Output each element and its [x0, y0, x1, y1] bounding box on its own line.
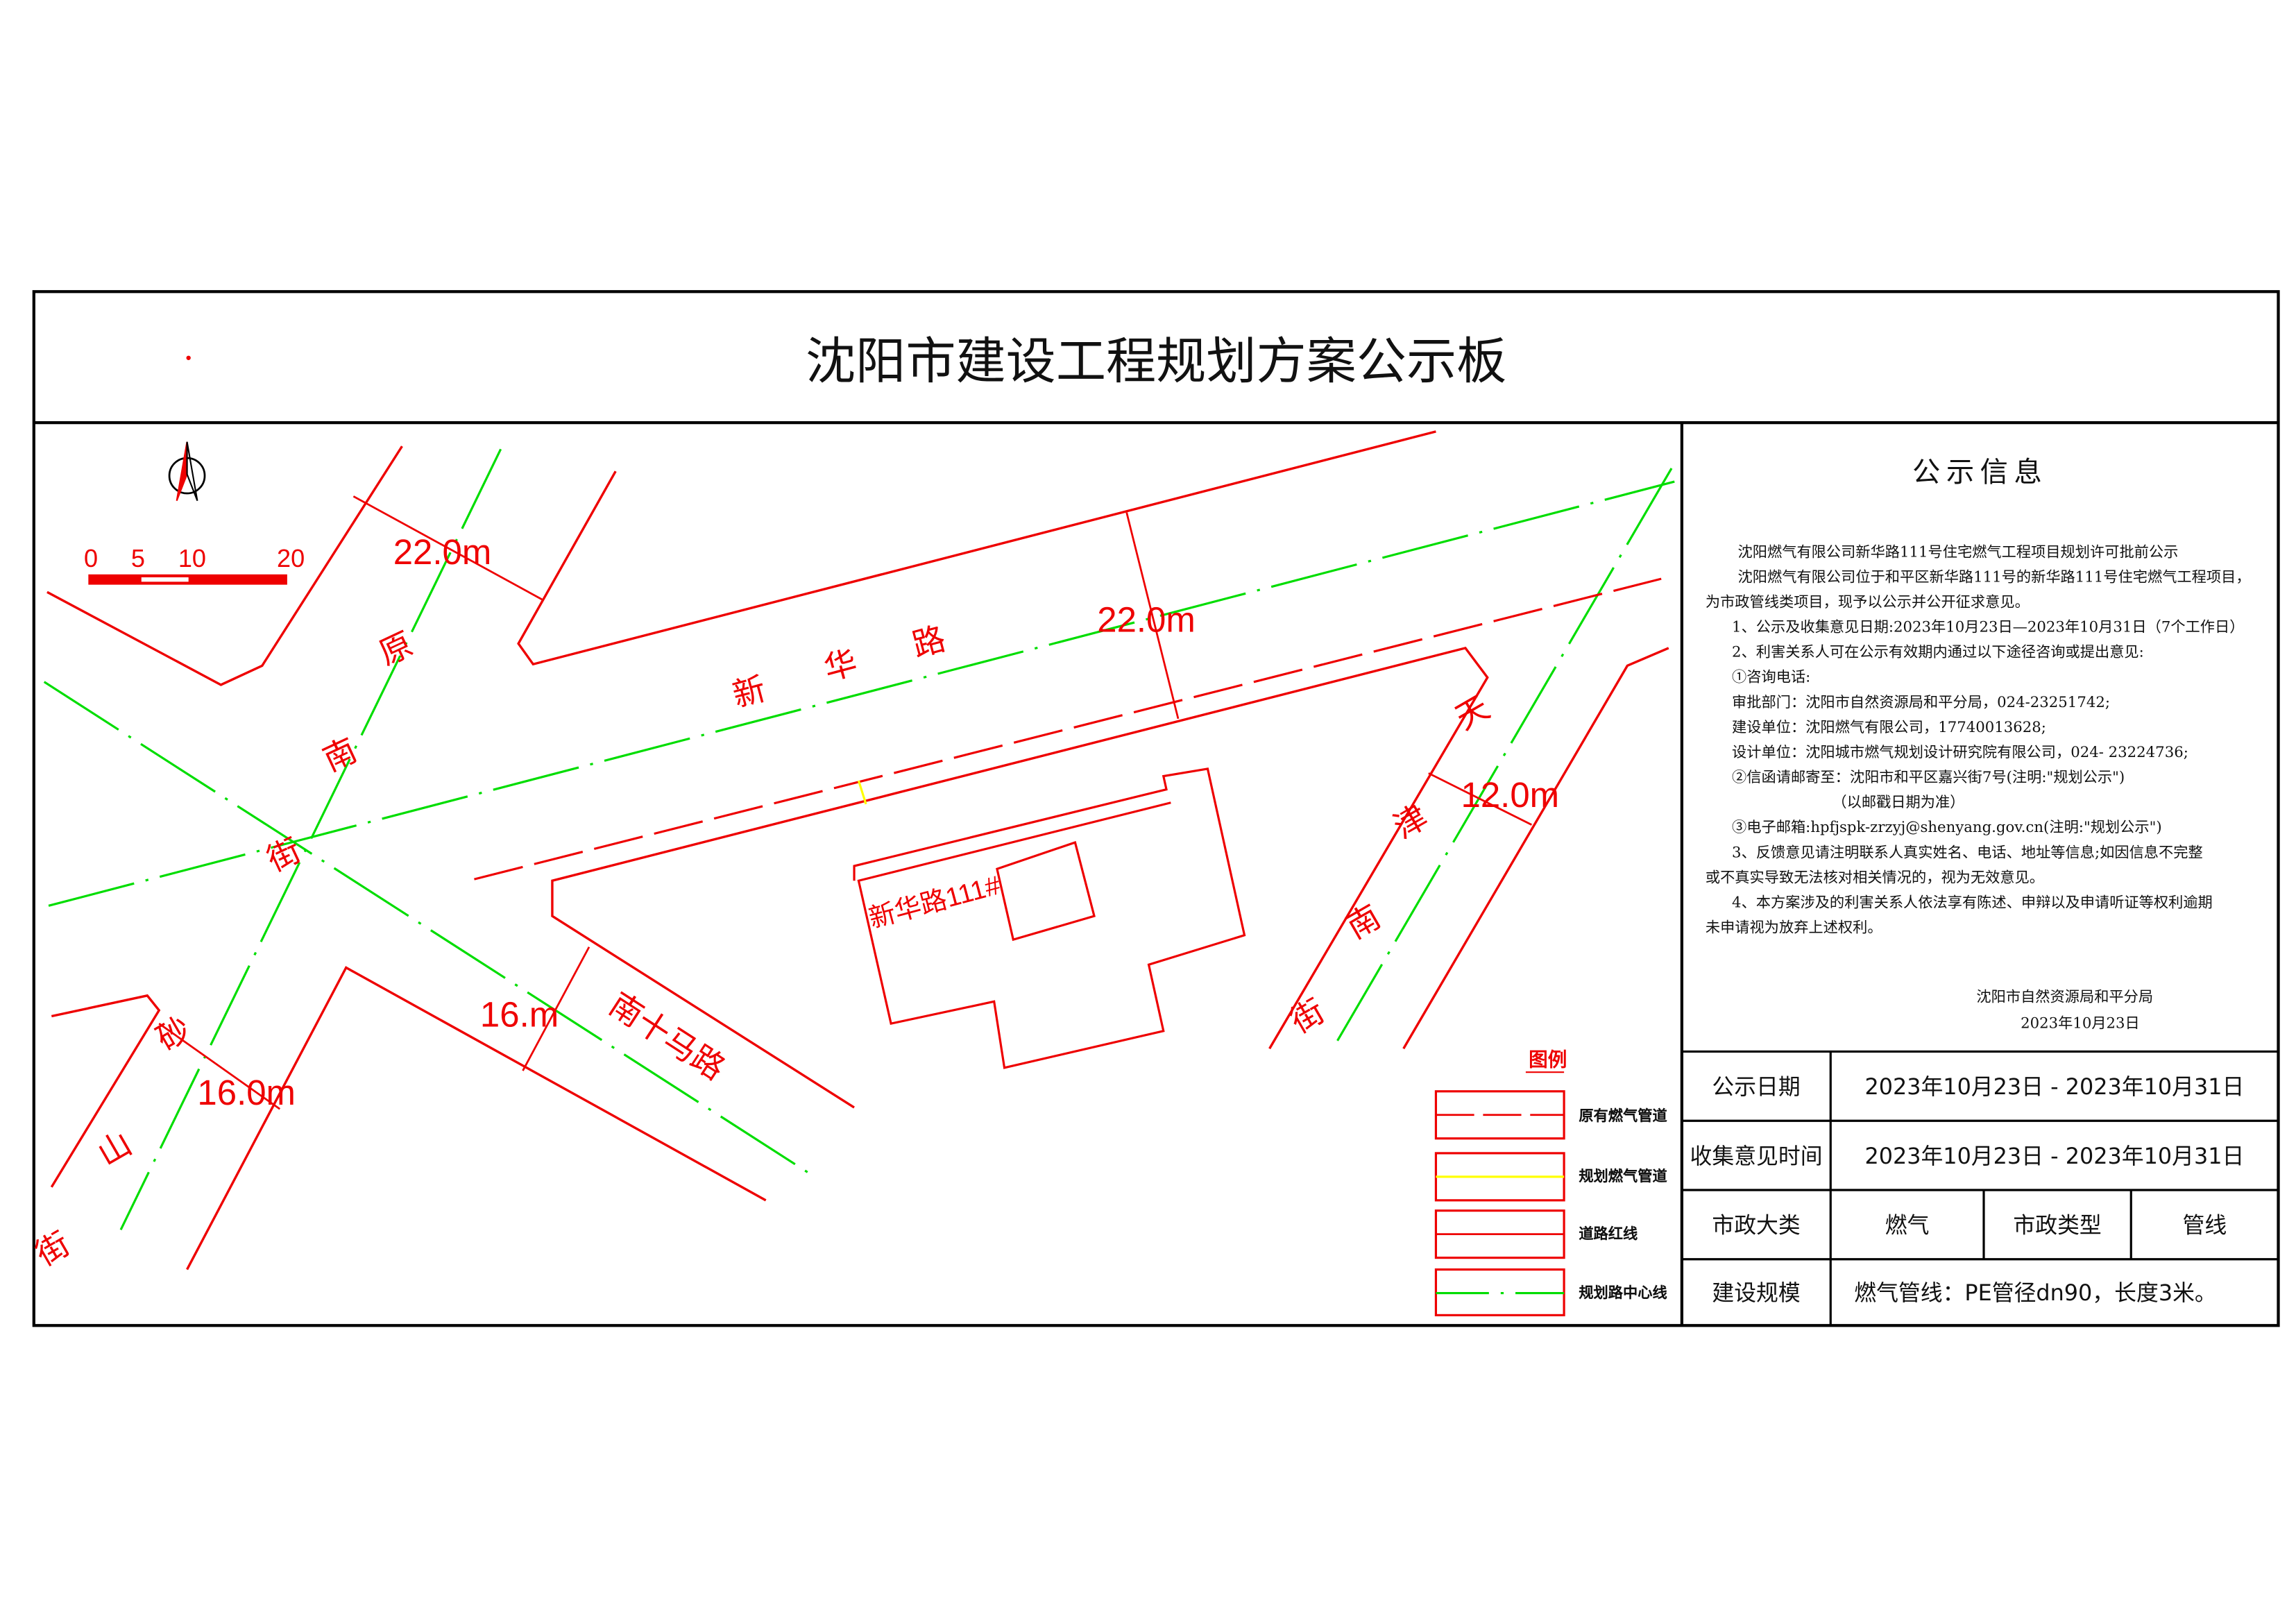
feedback-period-label: 收集意见时间: [1690, 1143, 1823, 1170]
info-line: 1、公示及收集意见日期:2023年10月23日—2023年10月31日（7个工作…: [1732, 620, 2245, 636]
scale-label: 建设规模: [1712, 1280, 1801, 1307]
street-label: 津: [1388, 798, 1434, 845]
info-line: ②信函请邮寄至：沈阳市和平区嘉兴街7号(注明:"规划公示"): [1732, 770, 2125, 787]
dimension-label: 22.0m: [1097, 600, 1196, 640]
scale-bar: 0 5 10 20: [84, 544, 305, 585]
scale-tick: 20: [277, 544, 305, 572]
board-frame: [32, 290, 2280, 1327]
publicity-date-value: 2023年10月23日 - 2023年10月31日: [1864, 1073, 2245, 1101]
info-line: 未申请视为放弃上述权利。: [1705, 920, 1882, 937]
legend-title: 图例: [1529, 1048, 1567, 1071]
dimension-label: 16.m: [480, 994, 559, 1034]
legend: 图例: [1434, 1048, 1567, 1316]
street-label: 原: [373, 626, 418, 672]
info-line: 3、反馈意见请注明联系人真实姓名、电话、地址等信息;如因信息不完整: [1732, 845, 2203, 862]
road-red-lines: [46, 430, 1669, 1271]
scale-tick: 0: [84, 544, 98, 572]
street-label: 路: [908, 620, 949, 663]
dimension-label: 16.0m: [197, 1073, 296, 1112]
info-line: 设计单位：沈阳城市燃气规划设计研究院有限公司，024- 23224736;: [1732, 745, 2188, 762]
info-line: 审批部门：沈阳市自然资源局和平分局，024-23251742;: [1732, 695, 2110, 712]
info-line: 沈阳燃气有限公司新华路111号住宅燃气工程项目规划许可批前公示: [1737, 545, 2179, 561]
street-label: 新: [729, 670, 769, 713]
publicity-date-label: 公示日期: [1712, 1073, 1801, 1101]
street-label: 街: [1284, 992, 1330, 1039]
info-signature: 沈阳市自然资源局和平分局: [1976, 989, 2154, 1006]
info-line: （以邮戳日期为准）: [1832, 795, 1965, 812]
type-label: 市政类型: [2013, 1212, 2102, 1239]
info-line: 为市政管线类项目，现予以公示并公开征求意见。: [1705, 595, 2030, 611]
info-table-grid: [1681, 1050, 2279, 1326]
scale-value: 燃气管线：PE管径dn90，长度3米。: [1854, 1280, 2217, 1307]
legend-label: 道路红线: [1579, 1227, 1638, 1243]
street-label: 南十马路: [603, 986, 731, 1087]
info-line: 沈阳燃气有限公司位于和平区新华路111号的新华路111号住宅燃气工程项目，: [1737, 570, 2251, 586]
existing-gas-pipe: [474, 577, 1662, 881]
page-title: 沈阳市建设工程规划方案公示板: [806, 332, 1507, 392]
info-line: ①咨询电话:: [1732, 670, 1811, 687]
legend-label: 规划路中心线: [1579, 1285, 1667, 1302]
type-value: 管线: [2182, 1212, 2227, 1239]
street-label: 街: [30, 1225, 76, 1273]
scale-tick: 10: [178, 544, 206, 572]
street-label: 南: [1341, 898, 1386, 945]
north-arrow-icon: [168, 441, 206, 502]
mark-dot: [186, 355, 191, 360]
info-line: 建设单位：沈阳燃气有限公司，17740013628;: [1732, 720, 2046, 737]
road-centerlines: [43, 448, 1675, 1230]
dimension-lines: [158, 495, 1533, 1110]
info-line: 或不真实导致无法核对相关情况的，视为无效意见。: [1705, 870, 2045, 887]
scale-tick: 5: [131, 544, 145, 572]
info-line: ③电子邮箱:hpfjspk-zrzyj@shenyang.gov.cn(注明:"…: [1732, 820, 2162, 837]
street-label: 华: [820, 644, 861, 687]
street-label: 山: [92, 1125, 137, 1172]
info-line: 2、利害关系人可在公示有效期内通过以下途径咨询或提出意见:: [1732, 645, 2144, 662]
category-label: 市政大类: [1712, 1212, 1801, 1239]
building-label: 新华路111#: [866, 870, 1004, 934]
legend-label: 原有燃气管道: [1579, 1109, 1667, 1125]
dimension-label: 12.0m: [1461, 775, 1560, 815]
street-label: 南: [318, 731, 362, 778]
building-outline: [853, 767, 1246, 1069]
feedback-period-value: 2023年10月23日 - 2023年10月31日: [1864, 1143, 2245, 1170]
category-value: 燃气: [1885, 1212, 1930, 1239]
street-label: 砂: [151, 1010, 196, 1057]
info-heading: 公示信息: [1912, 456, 2048, 489]
legend-label: 规划燃气管道: [1579, 1169, 1667, 1186]
info-line: 4、本方案涉及的利害关系人依法享有陈述、申辩以及申请听证等权利逾期: [1732, 895, 2213, 912]
dimension-label: 22.0m: [393, 532, 492, 572]
street-labels: 原 南 街 新 华 路 天 津 南 街 南十马路 砂 山 街: [30, 620, 1496, 1273]
info-date: 2023年10月23日: [2021, 1016, 2140, 1033]
street-label: 街: [262, 832, 306, 878]
planned-gas-pipe: [857, 780, 867, 805]
